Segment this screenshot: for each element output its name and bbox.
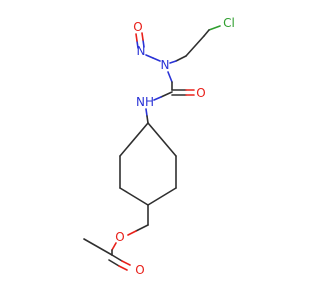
bond-cl-ch2-b: [203, 29, 210, 37]
bond-ch2-o-b: [127, 230, 137, 236]
bond-c-nh: [160, 91, 173, 98]
atom-n-nitroso: N: [137, 44, 146, 58]
atom-cl: Cl: [223, 16, 235, 30]
ring-bond-1: [147, 122, 177, 157]
atom-o-nitroso: O: [133, 20, 142, 34]
ring-bond-6: [119, 122, 149, 157]
atom-o-acetyl: O: [135, 263, 144, 277]
atom-n-urea: N: [161, 58, 170, 72]
atom-o-ester: O: [115, 230, 124, 244]
bond-ch2-o: [135, 224, 149, 232]
bond-n-c: [167, 71, 173, 83]
bond-c-o-acetyl-1: [111, 254, 123, 262]
bond-c-o-acetyl-2b: [118, 265, 128, 271]
bond-n-n-b: [145, 54, 154, 59]
bond-o-c-ester: [111, 242, 117, 251]
bond-n-o-double-2: [142, 39, 145, 48]
bond-c-nh-b: [153, 96, 162, 101]
bond-nh-ring-b: [146, 115, 149, 124]
atom-o-carbonyl: O: [196, 86, 205, 100]
bond-c-o-acetyl-2: [108, 259, 120, 267]
bond-c-ch3: [83, 238, 113, 256]
bond-ch2-n-b: [169, 60, 177, 64]
bond-n-n: [152, 57, 161, 62]
bond-ch2-ch2: [185, 35, 205, 57]
bond-n-o-double-2b: [141, 32, 144, 41]
bond-n-o-double-1: [136, 40, 139, 49]
ring-bond-3: [147, 187, 177, 206]
chemical-structure: Cl N O N O NH O O: [83, 16, 235, 277]
bond-n-o-double-1b: [135, 33, 138, 42]
bond-ch2-n: [175, 55, 187, 62]
bond-nh-ring: [145, 108, 148, 117]
bond-c-o-acetyl-1b: [121, 260, 131, 266]
ring-bond-4: [119, 187, 149, 206]
bond-cl-ch2: [208, 25, 221, 31]
atom-nh: NH: [136, 95, 154, 109]
